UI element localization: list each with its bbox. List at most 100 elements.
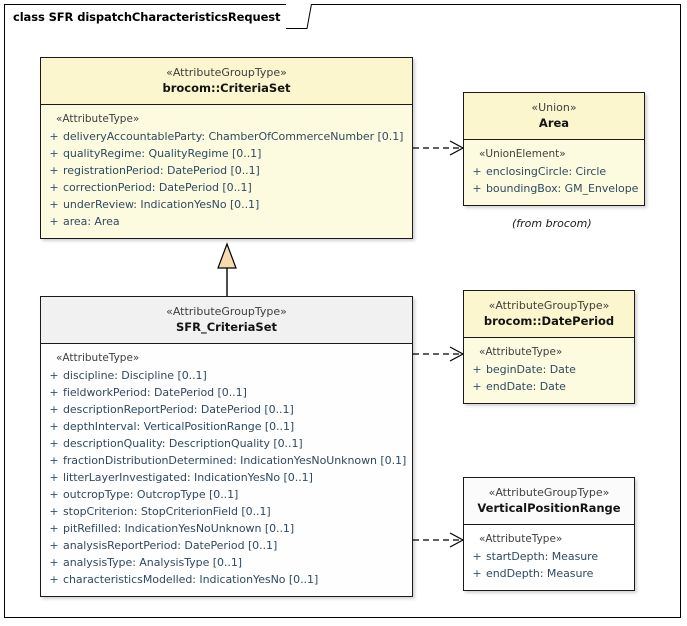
- attribute-visibility: +: [472, 363, 482, 376]
- class-node-vertical-position-range-header: «AttributeGroupType» VerticalPositionRan…: [464, 478, 634, 525]
- class-node-criteria-set-body: «AttributeType» + deliveryAccountablePar…: [41, 105, 412, 238]
- attribute-row: + area: Area: [45, 213, 408, 230]
- attribute-label: litterLayerInvestigated: IndicationYesNo…: [63, 471, 313, 484]
- class-node-criteria-set[interactable]: «AttributeGroupType» brocom::CriteriaSet…: [40, 57, 413, 239]
- attribute-row: + endDepth: Measure: [468, 565, 630, 582]
- attribute-label: enclosingCircle: Circle: [486, 165, 607, 178]
- attribute-visibility: +: [49, 471, 59, 484]
- attribute-row: + pitRefilled: IndicationYesNoUnknown [0…: [45, 520, 408, 537]
- attribute-row: + outcropType: OutcropType [0..1]: [45, 486, 408, 503]
- attribute-row: + fieldworkPeriod: DatePeriod [0..1]: [45, 384, 408, 401]
- attribute-visibility: +: [49, 454, 59, 467]
- attribute-visibility: +: [49, 181, 59, 194]
- attribute-label: depthInterval: VerticalPositionRange [0.…: [63, 420, 295, 433]
- diagram-frame-tab-label: class SFR dispatchCharacteristicsRequest: [13, 9, 281, 24]
- attribute-row: + depthInterval: VerticalPositionRange […: [45, 418, 408, 435]
- attribute-row: + characteristicsModelled: IndicationYes…: [45, 571, 408, 588]
- attribute-label: underReview: IndicationYesNo [0..1]: [63, 198, 260, 211]
- attribute-label: fractionDistributionDetermined: Indicati…: [63, 454, 407, 467]
- class-node-vertical-position-range-stereotype: «AttributeGroupType»: [488, 486, 610, 499]
- class-node-criteria-set-group-label: «AttributeType»: [56, 113, 140, 125]
- attribute-row: + qualityRegime: QualityRegime [0..1]: [45, 145, 408, 162]
- diagram-frame-tab: class SFR dispatchCharacteristicsRequest: [4, 4, 287, 28]
- class-node-area[interactable]: «Union» Area «UnionElement» + enclosingC…: [463, 92, 645, 206]
- attribute-label: startDepth: Measure: [486, 550, 599, 563]
- attribute-visibility: +: [49, 539, 59, 552]
- attribute-visibility: +: [49, 556, 59, 569]
- attribute-row: + descriptionQuality: DescriptionQuality…: [45, 435, 408, 452]
- attribute-label: discipline: Discipline [0..1]: [63, 369, 207, 382]
- attribute-label: endDate: Date: [486, 380, 566, 393]
- class-node-date-period-header: «AttributeGroupType» brocom::DatePeriod: [464, 291, 634, 338]
- class-node-area-stereotype: «Union»: [531, 101, 577, 114]
- class-node-criteria-set-stereotype: «AttributeGroupType»: [166, 66, 287, 79]
- class-node-area-group-label: «UnionElement»: [479, 148, 566, 160]
- class-node-criteria-set-header: «AttributeGroupType» brocom::CriteriaSet: [41, 58, 412, 105]
- attribute-visibility: +: [472, 550, 482, 563]
- class-node-vertical-position-range[interactable]: «AttributeGroupType» VerticalPositionRan…: [463, 477, 635, 591]
- class-node-date-period[interactable]: «AttributeGroupType» brocom::DatePeriod …: [463, 290, 635, 404]
- attribute-row: + boundingBox: GM_Envelope: [468, 180, 640, 197]
- class-node-sfr-criteria-set-title: SFR_CriteriaSet: [175, 320, 278, 334]
- attribute-label: characteristicsModelled: IndicationYesNo…: [63, 573, 319, 586]
- class-node-area-caption: (from brocom): [512, 217, 592, 230]
- class-node-vertical-position-range-title: VerticalPositionRange: [477, 501, 621, 515]
- attribute-label: stopCriterion: StopCriterionField [0..1]: [63, 505, 271, 518]
- attribute-label: registrationPeriod: DatePeriod [0..1]: [63, 164, 260, 177]
- class-node-date-period-body: «AttributeType» + beginDate: Date + endD…: [464, 338, 634, 403]
- attribute-visibility: +: [49, 505, 59, 518]
- class-node-date-period-title: brocom::DatePeriod: [483, 314, 615, 328]
- attribute-row: + litterLayerInvestigated: IndicationYes…: [45, 469, 408, 486]
- attribute-row: + startDepth: Measure: [468, 548, 630, 565]
- class-node-area-header: «Union» Area: [464, 93, 644, 140]
- attribute-visibility: +: [472, 380, 482, 393]
- attribute-label: analysisType: AnalysisType [0..1]: [63, 556, 243, 569]
- attribute-visibility: +: [49, 386, 59, 399]
- attribute-label: descriptionQuality: DescriptionQuality […: [63, 437, 303, 450]
- attribute-row: + fractionDistributionDetermined: Indica…: [45, 452, 408, 469]
- attribute-label: beginDate: Date: [486, 363, 576, 376]
- attribute-visibility: +: [49, 420, 59, 433]
- class-node-area-body: «UnionElement» + enclosingCircle: Circle…: [464, 140, 644, 205]
- attribute-row: + analysisReportPeriod: DatePeriod [0..1…: [45, 537, 408, 554]
- class-node-date-period-stereotype: «AttributeGroupType»: [488, 299, 610, 312]
- attribute-visibility: +: [49, 488, 59, 501]
- attribute-visibility: +: [49, 437, 59, 450]
- attribute-label: analysisReportPeriod: DatePeriod [0..1]: [63, 539, 278, 552]
- attribute-visibility: +: [49, 198, 59, 211]
- attribute-label: qualityRegime: QualityRegime [0..1]: [63, 147, 262, 160]
- attribute-row: + stopCriterion: StopCriterionField [0..…: [45, 503, 408, 520]
- class-node-vertical-position-range-group-label: «AttributeType»: [479, 533, 563, 545]
- attribute-row: + registrationPeriod: DatePeriod [0..1]: [45, 162, 408, 179]
- attribute-label: pitRefilled: IndicationYesNoUnknown [0..…: [63, 522, 295, 535]
- class-node-sfr-criteria-set-stereotype: «AttributeGroupType»: [166, 305, 287, 318]
- attribute-label: fieldworkPeriod: DatePeriod [0..1]: [63, 386, 247, 399]
- attribute-row: + beginDate: Date: [468, 361, 630, 378]
- class-node-sfr-criteria-set-group-label: «AttributeType»: [56, 352, 140, 364]
- attribute-row: + endDate: Date: [468, 378, 630, 395]
- class-node-vertical-position-range-body: «AttributeType» + startDepth: Measure + …: [464, 525, 634, 590]
- attribute-row: + underReview: IndicationYesNo [0..1]: [45, 196, 408, 213]
- attribute-row: + correctionPeriod: DatePeriod [0..1]: [45, 179, 408, 196]
- class-node-criteria-set-title: brocom::CriteriaSet: [162, 81, 291, 95]
- attribute-visibility: +: [472, 567, 482, 580]
- class-node-sfr-criteria-set[interactable]: «AttributeGroupType» SFR_CriteriaSet «At…: [40, 296, 413, 597]
- attribute-row: + deliveryAccountableParty: ChamberOfCom…: [45, 128, 408, 145]
- diagram-frame-tab-corner-cut: [286, 4, 313, 29]
- attribute-visibility: +: [49, 130, 59, 143]
- attribute-label: endDepth: Measure: [486, 567, 594, 580]
- attribute-label: area: Area: [63, 215, 120, 228]
- attribute-label: correctionPeriod: DatePeriod [0..1]: [63, 181, 252, 194]
- class-node-sfr-criteria-set-body: «AttributeType» + discipline: Discipline…: [41, 344, 412, 596]
- attribute-visibility: +: [49, 369, 59, 382]
- attribute-visibility: +: [472, 165, 482, 178]
- attribute-label: outcropType: OutcropType [0..1]: [63, 488, 239, 501]
- attribute-visibility: +: [49, 522, 59, 535]
- attribute-visibility: +: [49, 573, 59, 586]
- class-node-area-title: Area: [538, 116, 570, 130]
- diagram-frame: [4, 4, 681, 618]
- attribute-label: deliveryAccountableParty: ChamberOfComme…: [63, 130, 404, 143]
- class-node-sfr-criteria-set-header: «AttributeGroupType» SFR_CriteriaSet: [41, 297, 412, 344]
- attribute-label: boundingBox: GM_Envelope: [486, 182, 639, 195]
- attribute-visibility: +: [49, 147, 59, 160]
